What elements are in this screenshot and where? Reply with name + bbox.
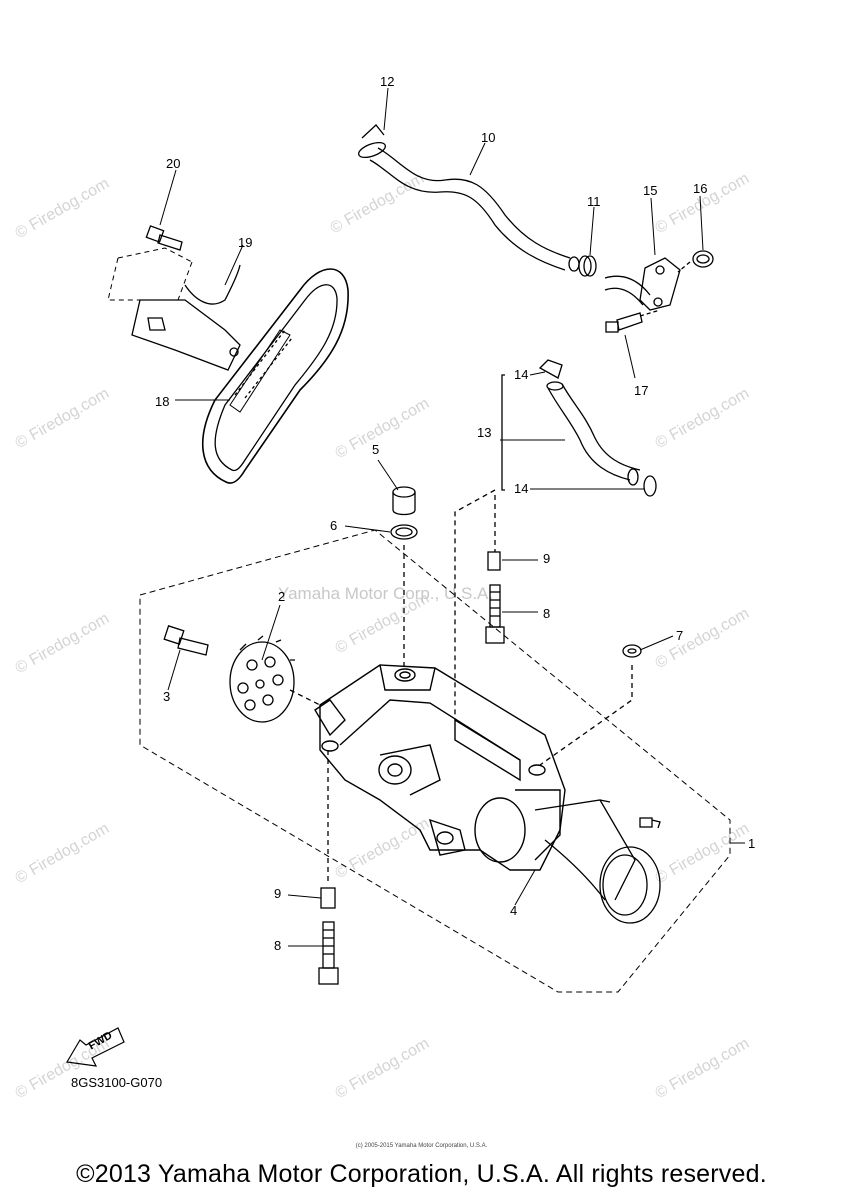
fwd-arrow-icon xyxy=(66,1027,125,1067)
small-copyright: (c) 2005-2015 Yamaha Motor Corporation, … xyxy=(355,1143,488,1149)
callout-18: 18 xyxy=(155,394,170,409)
hose-13 xyxy=(501,359,657,497)
callout-17: 17 xyxy=(634,383,649,398)
bolt-8-upper xyxy=(485,584,505,644)
sprocket-2 xyxy=(229,635,295,723)
callout-7: 7 xyxy=(676,628,684,643)
callout-2: 2 xyxy=(278,589,286,604)
collar-5 xyxy=(392,486,416,516)
clamp-11 xyxy=(578,255,597,277)
bolt-17 xyxy=(605,309,661,333)
callout-13: 13 xyxy=(477,425,492,440)
o-ring-16 xyxy=(677,250,714,273)
callout-14-upper: 14 xyxy=(514,367,529,382)
copyright-notice: ©2013 Yamaha Motor Corporation, U.S.A. A… xyxy=(76,1160,767,1188)
callout-3: 3 xyxy=(163,689,171,704)
callout-5: 5 xyxy=(372,442,380,457)
callout-12: 12 xyxy=(380,74,395,89)
oil-pump-body xyxy=(314,664,566,871)
bolt-8-lower xyxy=(318,921,339,985)
drive-chain xyxy=(202,268,349,484)
callout-10: 10 xyxy=(481,130,496,145)
callout-14-lower: 14 xyxy=(514,481,529,496)
bolt-3 xyxy=(163,625,209,656)
leader-lines xyxy=(159,87,745,947)
callout-16: 16 xyxy=(693,181,708,196)
washer-7 xyxy=(622,644,642,658)
callout-4: 4 xyxy=(510,903,518,918)
callout-19: 19 xyxy=(238,235,253,250)
callout-20: 20 xyxy=(166,156,181,171)
callout-8-upper: 8 xyxy=(543,606,551,621)
oil-pump-assembly-outline xyxy=(139,529,731,993)
dowel-9-upper xyxy=(487,551,501,571)
center-watermark: Yamaha Motor Corp., U.S.A. xyxy=(278,584,494,603)
oil-strainer-4 xyxy=(534,799,661,924)
callout-1: 1 xyxy=(748,836,756,851)
callout-15: 15 xyxy=(643,183,658,198)
callout-9-lower: 9 xyxy=(274,886,282,901)
hose-10 xyxy=(358,124,580,272)
dowel-9-lower xyxy=(320,887,336,909)
pipe-15 xyxy=(604,257,681,311)
callout-9-upper: 9 xyxy=(543,551,551,566)
callout-6: 6 xyxy=(330,518,338,533)
bolt-20 xyxy=(107,225,193,301)
chain-guide xyxy=(131,264,241,371)
diagram-code: 8GS3100-G070 xyxy=(71,1075,163,1090)
callout-11: 11 xyxy=(587,194,601,209)
callout-8-lower: 8 xyxy=(274,938,282,953)
o-ring-6 xyxy=(390,524,418,540)
